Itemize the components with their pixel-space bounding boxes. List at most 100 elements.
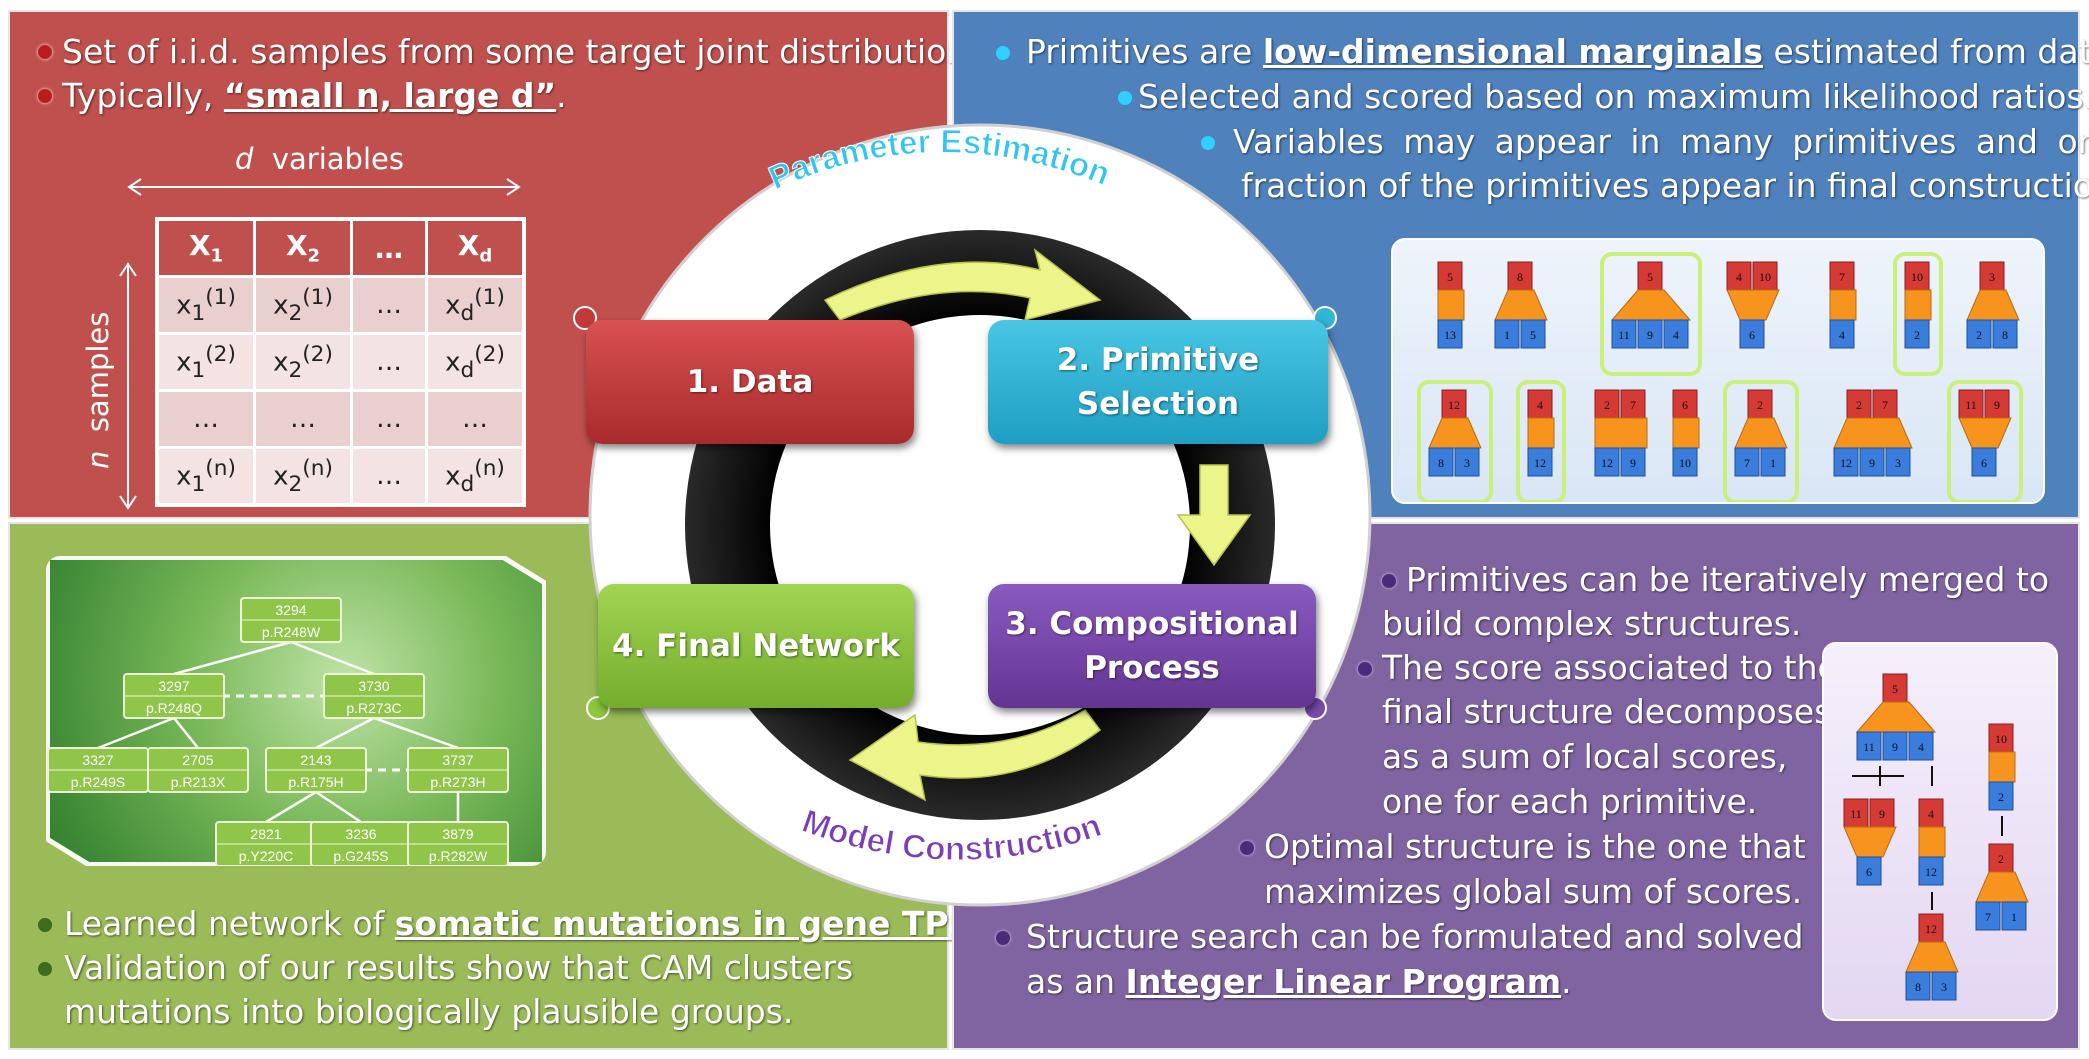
block-label: 3 <box>1989 270 1995 284</box>
blue-block <box>1734 447 1760 477</box>
bullet-prefix: Primitives are <box>1026 32 1263 71</box>
network-edge <box>173 717 199 749</box>
block-label: 9 <box>1994 398 2000 412</box>
small-n-large-d: “small n, large d” <box>223 76 557 115</box>
blue-block <box>1905 971 1931 1001</box>
block-label: 10 <box>1995 732 2007 746</box>
block-label: 11 <box>1965 398 1977 412</box>
red-block <box>1918 798 1944 828</box>
stage-1-data[interactable]: 1. Data <box>586 320 914 444</box>
blue-block <box>1904 319 1930 349</box>
orange-connector <box>1918 826 1946 858</box>
block-label: 3 <box>1895 456 1901 470</box>
node-mutation: p.R248Q <box>146 700 202 716</box>
variables-arrow <box>127 178 521 196</box>
orange-connector <box>1904 289 1932 321</box>
network-edge <box>290 640 375 676</box>
stage-4-final-network[interactable]: 4. Final Network <box>598 584 914 708</box>
stage-2-line2: Selection <box>1076 386 1240 422</box>
node-id: 3730 <box>358 678 389 694</box>
bottom-arrow <box>848 709 1102 802</box>
cycle-arrows <box>823 248 1252 802</box>
data-bullet-1: Set of i.i.d. samples from some target j… <box>62 32 978 71</box>
network-bullet-1: Learned network of somatic mutations in … <box>64 902 1005 946</box>
block-label: 4 <box>1839 328 1845 342</box>
stage-3-compositional-process[interactable]: 3. Compositional Process <box>988 584 1316 708</box>
node-mutation: p.G245S <box>333 848 388 864</box>
block-label: 5 <box>1892 682 1898 696</box>
block-label: 8 <box>1438 456 1444 470</box>
network-edge <box>373 716 459 750</box>
blue-block <box>1966 319 1992 349</box>
network-edge <box>173 640 292 676</box>
blue-block <box>1856 856 1882 886</box>
bullet-prefix: Learned network of <box>64 904 395 943</box>
blue-block <box>1672 447 1698 477</box>
network-edge <box>265 790 317 824</box>
primitive-bullet-3b: fraction of the primitives appear in fin… <box>1241 166 2089 205</box>
cell: x2(1) <box>253 275 353 335</box>
block-label: 5 <box>1530 328 1536 342</box>
red-block <box>1829 261 1855 291</box>
block-label: 7 <box>1744 456 1750 470</box>
node-id: 3236 <box>345 826 376 842</box>
block-label: 2 <box>1856 398 1862 412</box>
block-label: 8 <box>1517 270 1523 284</box>
d-var: d <box>235 142 254 176</box>
selected-outline <box>1893 252 1943 376</box>
stage-4-label: 4. Final Network <box>612 628 900 664</box>
header-x2: X2 <box>253 217 353 278</box>
blue-block <box>1829 319 1855 349</box>
node-mutation: p.R249S <box>71 774 125 790</box>
orange-connector <box>1437 289 1465 321</box>
orange-connector <box>1610 289 1692 321</box>
orange-connector <box>1527 417 1555 449</box>
block-label: 3 <box>1941 980 1947 994</box>
block-label: 7 <box>1630 398 1636 412</box>
stage-3-line2: Process <box>1084 650 1220 686</box>
orange-connector <box>1494 289 1548 321</box>
block-label: 9 <box>1869 456 1875 470</box>
cell: … <box>350 389 428 449</box>
blue-block <box>1760 447 1786 477</box>
block-label: 4 <box>1918 740 1924 754</box>
node-mutation: p.R273H <box>430 774 485 790</box>
node-mutation: p.R282W <box>429 848 488 864</box>
block-label: 10 <box>1911 270 1923 284</box>
bullet-blue-dot <box>1118 91 1132 105</box>
bullet-red-dot <box>38 45 52 59</box>
stage-2-line1: 2. Primitive <box>1056 342 1260 378</box>
stage-2-primitive-selection[interactable]: 2. Primitive Selection <box>988 320 1328 444</box>
selected-outline <box>1600 252 1702 376</box>
blue-block <box>1594 447 1620 477</box>
cell: x1(1) <box>155 275 256 335</box>
primitive-bullet-1: Primitives are low-dimensional marginals… <box>1026 30 2089 74</box>
composition-quadrant: Primitives can be iteratively merged to … <box>952 522 2080 1050</box>
data-table: X1 X2 … Xd x1(1) x2(1) … xd(1) x1(2) x2(… <box>155 217 526 507</box>
network-edge <box>315 790 362 824</box>
comp-bullet-2c: as a sum of local scores, <box>1382 737 1788 776</box>
blue-block <box>1988 781 2014 811</box>
orange-connector <box>1966 289 2020 321</box>
somatic-mutations-link: somatic mutations in gene TP53 <box>394 904 995 943</box>
blue-block <box>1918 856 1944 886</box>
red-block <box>1904 261 1930 291</box>
tp53-network: 3294p.R248W3297p.R248Q3730p.R273C3327p.R… <box>47 597 509 866</box>
blue-block <box>1882 731 1908 761</box>
block-label: 13 <box>1444 328 1456 342</box>
red-block <box>1594 389 1620 419</box>
block-label: 11 <box>1618 328 1630 342</box>
blue-block <box>1611 319 1637 349</box>
block-label: 7 <box>1882 398 1888 412</box>
block-label: 8 <box>1915 980 1921 994</box>
bullet-blue-dot <box>1201 136 1215 150</box>
orange-connector <box>1594 417 1648 449</box>
block-label: 2 <box>1998 852 2004 866</box>
blue-block <box>1859 447 1885 477</box>
block-label: 6 <box>1749 328 1755 342</box>
blue-block <box>1454 447 1480 477</box>
